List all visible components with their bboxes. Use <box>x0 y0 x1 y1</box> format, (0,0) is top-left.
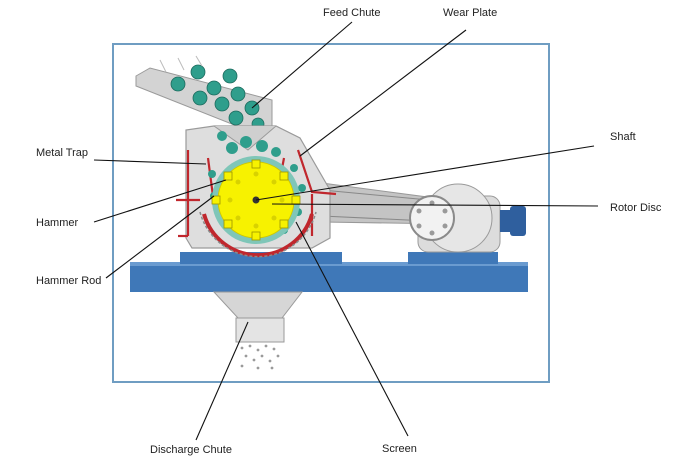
leader-rotor-disc <box>271 203 599 207</box>
label-screen: Screen <box>382 443 417 455</box>
hammers <box>211 159 301 241</box>
leader-wear-plate <box>299 29 467 157</box>
label-discharge-chute: Discharge Chute <box>150 444 232 456</box>
leader-screen <box>295 221 409 437</box>
label-shaft: Shaft <box>610 131 636 143</box>
label-rotor-disc: Rotor Disc <box>610 202 662 214</box>
label-hammer-rod: Hammer Rod <box>36 275 101 287</box>
label-metal-trap: Metal Trap <box>36 147 88 159</box>
leader-metal-trap <box>93 159 207 165</box>
leader-discharge-chute <box>195 321 249 441</box>
discharge-chute <box>212 291 304 370</box>
leader-feed-chute <box>251 21 353 109</box>
screen-arc <box>202 213 314 258</box>
base-platform <box>130 252 528 292</box>
label-feed-chute: Feed Chute <box>323 7 380 19</box>
label-hammer: Hammer <box>36 217 79 229</box>
diagram-frame <box>112 43 550 383</box>
leader-shaft <box>255 145 595 201</box>
feed-chute <box>135 55 273 133</box>
leader-hammer <box>93 179 227 223</box>
label-wear-plate: Wear Plate <box>443 7 497 19</box>
leader-lines <box>93 21 599 441</box>
leader-hammer-rod <box>105 195 215 279</box>
motor-pulley <box>409 195 455 241</box>
motor <box>409 183 526 253</box>
